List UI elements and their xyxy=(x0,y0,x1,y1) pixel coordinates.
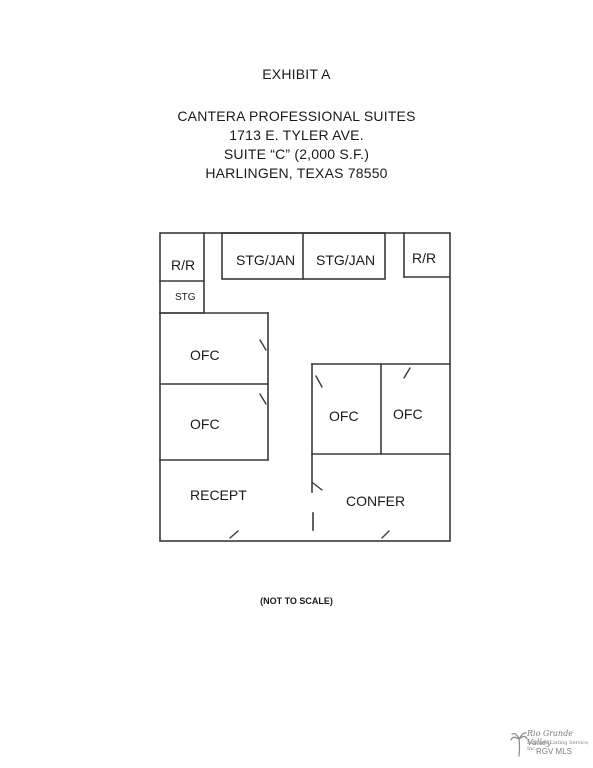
door-ofc-4 xyxy=(403,367,411,379)
room-label-stg: STG xyxy=(175,292,196,303)
watermark-subline: Multiple Listing Service, Inc. xyxy=(527,740,590,752)
room-label-recept: RECEPT xyxy=(190,487,247,503)
room-label-stg-jan-1: STG/JAN xyxy=(236,252,296,268)
door-confer xyxy=(312,482,323,491)
suite-info: SUITE “C” (2,000 S.F.) xyxy=(223,146,370,162)
exhibit-title: EXHIBIT A xyxy=(262,66,331,82)
palm-tree-icon xyxy=(510,732,528,757)
building-name: CANTERA PROFESSIONAL SUITES xyxy=(177,108,416,124)
watermark-brand: Rio Grande Valley xyxy=(527,729,573,747)
room-label-stg-jan-2: STG/JAN xyxy=(316,252,376,268)
room-label-rr-left: R/R xyxy=(171,257,196,273)
room-label-rr-right: R/R xyxy=(412,250,437,266)
street-address: 1713 E. TYLER AVE. xyxy=(229,127,364,143)
room-label-confer: CONFER xyxy=(346,493,406,509)
door-ofc-1 xyxy=(259,339,267,351)
room-label-ofc-2: OFC xyxy=(190,416,220,432)
not-to-scale-note: (NOT TO SCALE) xyxy=(260,596,333,606)
entry-door-1 xyxy=(229,530,239,539)
watermark-code: RGV MLS xyxy=(536,747,573,756)
room-label-ofc-3: OFC xyxy=(329,408,359,424)
rgv-mls-watermark: Rio Grande Valley Multiple Listing Servi… xyxy=(510,727,590,763)
entry-door-2 xyxy=(381,530,390,539)
room-label-ofc-1: OFC xyxy=(190,347,220,363)
door-ofc-3 xyxy=(315,375,323,388)
city-state-zip: HARLINGEN, TEXAS 78550 xyxy=(205,165,388,181)
room-label-ofc-4: OFC xyxy=(393,406,423,422)
door-ofc-2 xyxy=(259,393,267,405)
